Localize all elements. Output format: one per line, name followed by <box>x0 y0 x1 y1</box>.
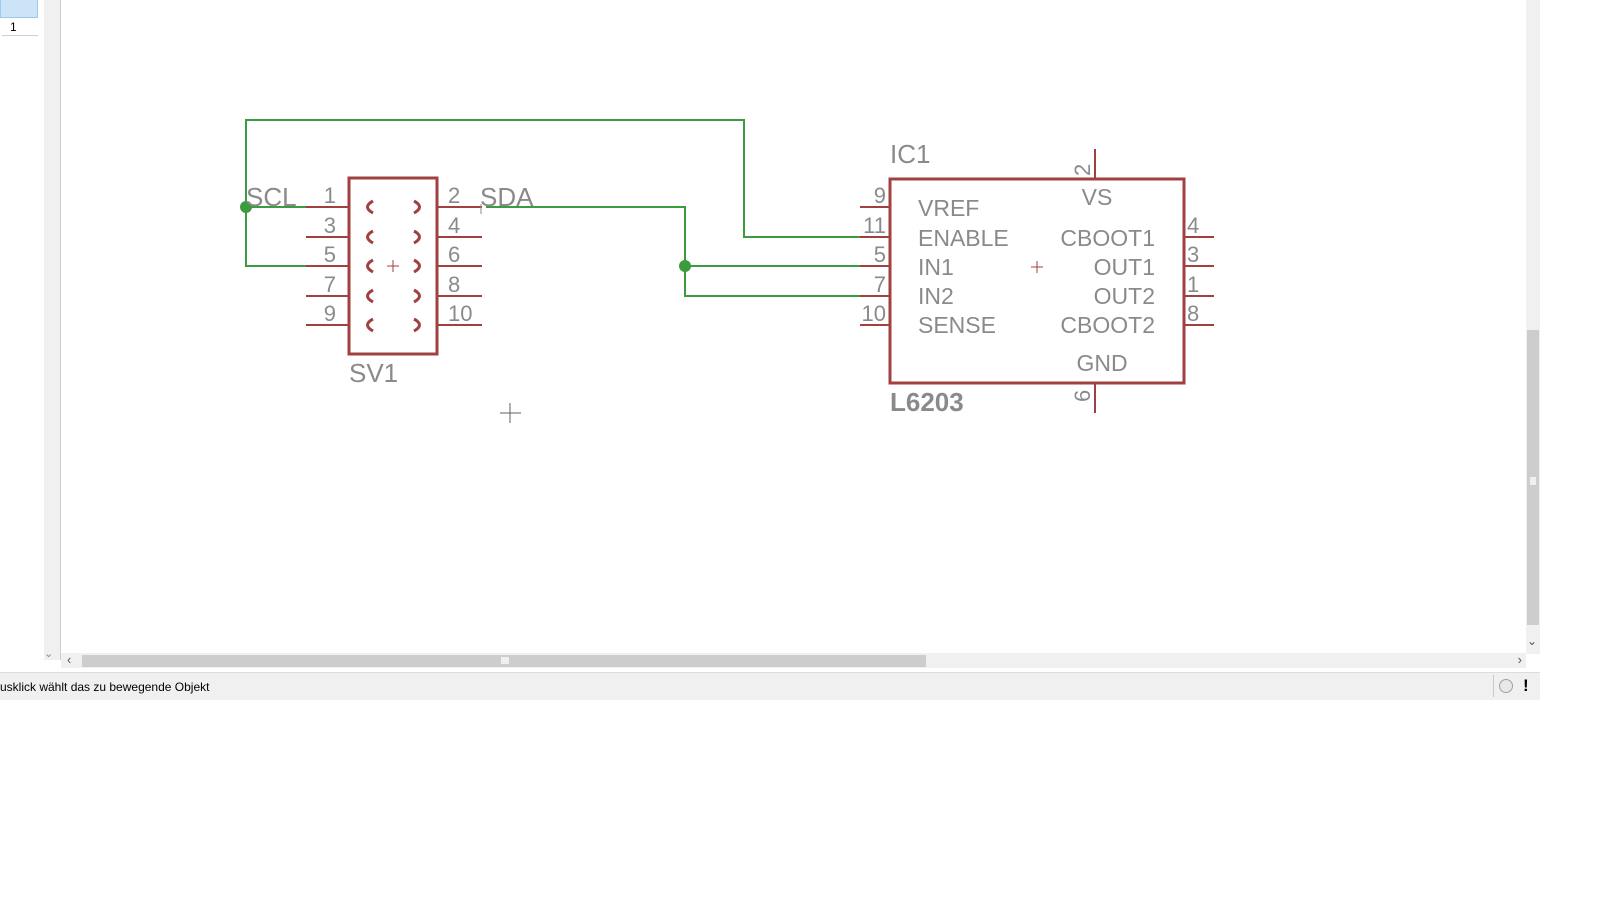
scroll-grip-icon <box>501 657 509 664</box>
ic1-pin-number: 7 <box>874 272 886 297</box>
junction-scl[interactable] <box>240 201 252 213</box>
ic1-pin-name: CBOOT2 <box>1060 312 1155 338</box>
sv1-pin-number: 7 <box>324 272 336 297</box>
sv1-pin-number: 3 <box>324 213 336 238</box>
eagle-schematic-editor: 1 ⌄ <box>0 0 1540 700</box>
sv1-pin-number: 5 <box>324 242 336 267</box>
connector-sv1[interactable]: 1 3 5 7 9 2 4 6 8 10 SV1 <box>306 176 482 388</box>
sv1-pin-number: 10 <box>448 301 472 326</box>
ic1-pin-name: OUT1 <box>1094 254 1155 280</box>
ic1-pin-number: 6 <box>1070 390 1095 402</box>
wire-scl[interactable] <box>245 206 306 267</box>
sv1-pin-number: 9 <box>324 301 336 326</box>
sv1-contacts <box>366 199 421 333</box>
ic1-pin-number: 4 <box>1187 213 1199 238</box>
wire-in2[interactable] <box>684 266 862 297</box>
ic1-pin-name: OUT2 <box>1094 283 1155 309</box>
ic1-pin-name: VS <box>1082 184 1113 210</box>
wire-scl-enable[interactable] <box>245 119 862 238</box>
ic1-pin-number: 2 <box>1070 164 1095 176</box>
scroll-right-icon[interactable]: › <box>1517 652 1522 667</box>
sv1-origin-cross <box>387 260 399 272</box>
ic1-body <box>888 177 1186 385</box>
schematic-canvas[interactable]: 1 3 5 7 9 2 4 6 8 10 SV1 SCL SDA <box>61 0 1526 654</box>
ic1-pin-name: VREF <box>918 195 979 221</box>
status-bar: usklick wählt das zu bewegende Objekt ! <box>0 672 1540 700</box>
sv1-pin-number: 4 <box>448 213 460 238</box>
panel-scroll-down-icon[interactable]: ⌄ <box>44 648 54 660</box>
ic1-value-label: L6203 <box>890 387 964 417</box>
net-wires[interactable] <box>240 119 862 297</box>
scroll-down-icon[interactable]: ⌄ <box>1527 634 1538 648</box>
vertical-scrollbar[interactable]: ⌄ <box>1526 0 1540 654</box>
scroll-left-icon[interactable]: ‹ <box>67 652 72 667</box>
status-divider <box>1493 675 1494 697</box>
panel-splitter[interactable] <box>44 0 61 660</box>
scroll-grip-icon <box>1530 477 1536 485</box>
ic1-pin-name: GND <box>1076 350 1127 376</box>
sv1-pin-number: 2 <box>448 183 460 208</box>
net-label-scl[interactable]: SCL <box>246 182 297 212</box>
sv1-pin-number: 1 <box>324 183 336 208</box>
ic1-pin-name: ENABLE <box>918 225 1009 251</box>
sheet-number[interactable]: 1 <box>2 20 38 36</box>
sheet-thumbnail[interactable] <box>0 0 38 18</box>
ic1-pin-number: 9 <box>874 183 886 208</box>
ic1-pin-number: 1 <box>1187 272 1199 297</box>
ic1-name-label: IC1 <box>890 139 930 169</box>
sv1-name-label: SV1 <box>349 358 398 388</box>
wire-sda[interactable] <box>486 206 862 267</box>
ic1-origin-cross <box>1031 261 1043 273</box>
ic1-pin-name: SENSE <box>918 312 996 338</box>
ic1-pin-number: 10 <box>862 301 886 326</box>
warning-icon[interactable]: ! <box>1523 676 1529 695</box>
sv1-pin-number: 6 <box>448 242 460 267</box>
ic1-pin-number: 3 <box>1187 242 1199 267</box>
horizontal-scroll-thumb[interactable] <box>82 655 926 667</box>
ic1-pin-number: 5 <box>874 242 886 267</box>
sheets-panel: 1 <box>0 0 45 654</box>
ic-l6203[interactable]: 9 11 5 7 10 VREF ENABLE IN1 IN2 SENSE CB… <box>860 139 1214 417</box>
mouse-cursor-crosshair <box>500 403 521 423</box>
sv1-pin-number: 8 <box>448 272 460 297</box>
ic1-pin-name: CBOOT1 <box>1060 225 1155 251</box>
horizontal-scrollbar[interactable]: ‹ › <box>61 652 1526 668</box>
ic1-pin-number: 11 <box>863 213 886 238</box>
ic1-pin-name: IN1 <box>918 254 954 280</box>
ic1-pin-number: 8 <box>1187 301 1199 326</box>
ic1-pin-name: IN2 <box>918 283 954 309</box>
status-indicator-icon[interactable] <box>1499 679 1513 693</box>
net-label-sda[interactable]: SDA <box>480 182 534 212</box>
vertical-scroll-thumb[interactable] <box>1527 330 1539 625</box>
junction-sda[interactable] <box>679 260 691 272</box>
status-message: usklick wählt das zu bewegende Objekt <box>0 680 210 694</box>
